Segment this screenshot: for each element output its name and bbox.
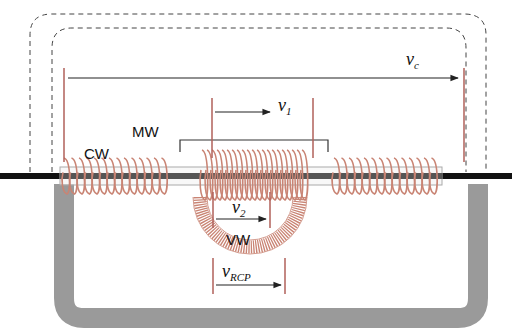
- lead-wire: [212, 258, 214, 294]
- lead-wire: [211, 98, 213, 158]
- coil-turn: [332, 158, 340, 194]
- lead-wire: [269, 192, 271, 228]
- coil-label: VW: [226, 232, 250, 247]
- lead-wire: [63, 68, 65, 162]
- coil-turn: [422, 158, 430, 194]
- lead-wire: [284, 258, 286, 294]
- coil-label: CW: [84, 146, 109, 161]
- coil-turn: [115, 158, 123, 194]
- coil-turn: [100, 158, 108, 194]
- coil-turn: [415, 158, 423, 194]
- coil-turn: [92, 158, 100, 194]
- rogowski-coil: [193, 197, 307, 254]
- voltage-label: vRCP: [222, 262, 251, 283]
- coil-turn: [77, 158, 85, 194]
- voltage-arrow: [216, 284, 281, 285]
- coil-turn: [430, 158, 438, 194]
- coil-turn: [362, 158, 370, 194]
- coil-turn: [70, 158, 78, 194]
- dashed-path: [30, 14, 486, 172]
- coil-turn: [107, 158, 115, 194]
- lead-wire: [463, 68, 465, 162]
- coils: [62, 150, 437, 200]
- lead-wire: [212, 192, 214, 228]
- voltage-arrow: [215, 111, 270, 112]
- coil-turn: [400, 158, 408, 194]
- magnetic-core: [64, 184, 478, 318]
- coil-turn: [160, 158, 168, 194]
- coil-turn: [152, 158, 160, 194]
- coil-turn: [300, 150, 308, 200]
- voltage-label: v2: [232, 198, 246, 219]
- coil-turn: [347, 158, 355, 194]
- coil-turn: [145, 158, 153, 194]
- coil-turn: [122, 158, 130, 194]
- coil-label: MW: [132, 124, 159, 139]
- bracket: [180, 140, 328, 152]
- coil-turn: [137, 158, 145, 194]
- coil-turn: [340, 158, 348, 194]
- dashed-path: [52, 28, 466, 172]
- coil-turn: [392, 158, 400, 194]
- coil-turn: [377, 158, 385, 194]
- coil-turn: [355, 158, 363, 194]
- coil-turn: [62, 158, 70, 194]
- voltage-label: v1: [278, 96, 292, 117]
- coil-turn: [130, 158, 138, 194]
- rogowski-coil: [200, 197, 300, 247]
- coil-turn: [370, 158, 378, 194]
- voltage-arrow: [68, 77, 458, 78]
- coil-turn: [85, 158, 93, 194]
- coil-turn: [385, 158, 393, 194]
- voltage-label: vc: [406, 50, 419, 71]
- coil-turn: [407, 158, 415, 194]
- lead-wire: [312, 98, 314, 158]
